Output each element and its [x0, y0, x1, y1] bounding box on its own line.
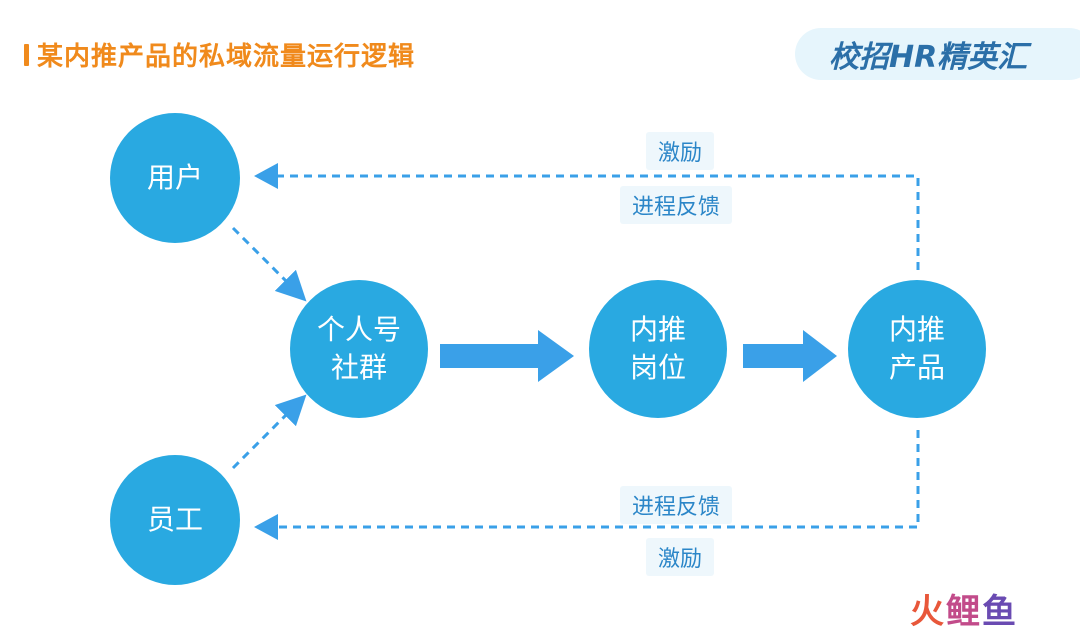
brand-text: 校招HR精英汇: [829, 40, 1028, 75]
arrow-social-to-job: [440, 330, 574, 382]
node-product-label-2: 产品: [888, 351, 945, 384]
arrowhead-to-user: [254, 163, 278, 189]
watermark-char-3: 鱼: [982, 592, 1018, 632]
title-bar: 某内推产品的私域流量运行逻辑: [24, 36, 415, 73]
node-job-label-1: 内推: [629, 313, 686, 346]
node-referral-job: 内推 岗位: [589, 280, 727, 418]
node-product-label-1: 内推: [888, 313, 945, 346]
node-job-label-2: 岗位: [629, 351, 686, 384]
label-top-reward: 激励: [646, 132, 715, 170]
watermark-char-2: 鲤: [946, 592, 982, 632]
dashed-arrow-staff-to-social: [231, 394, 307, 470]
dashed-loop-bottom: [278, 430, 920, 529]
node-social-label-1: 个人号: [316, 313, 401, 346]
arrowhead-to-staff: [254, 514, 278, 540]
brand-badge: 校招HR精英汇: [795, 28, 1080, 80]
title-accent-bar: [24, 43, 29, 66]
node-referral-product: 内推 产品: [848, 280, 986, 418]
page-title: 某内推产品的私域流量运行逻辑: [37, 42, 416, 72]
node-staff-label: 员工: [146, 503, 203, 536]
label-bottom-reward: 激励: [646, 538, 715, 576]
label-top-feedback: 进程反馈: [620, 186, 733, 224]
node-social-group: 个人号 社群: [290, 280, 428, 418]
node-user: 用户: [110, 113, 240, 243]
node-social-label-2: 社群: [330, 351, 387, 384]
dashed-arrow-user-to-social: [231, 226, 307, 302]
node-user-label: 用户: [146, 161, 203, 194]
arrow-job-to-product: [743, 330, 837, 382]
node-staff: 员工: [110, 455, 240, 585]
dashed-loop-top: [278, 174, 920, 270]
label-bottom-feedback: 进程反馈: [620, 486, 733, 524]
watermark-logo: 火鲤鱼: [910, 584, 1018, 633]
watermark-char-1: 火: [910, 592, 946, 632]
